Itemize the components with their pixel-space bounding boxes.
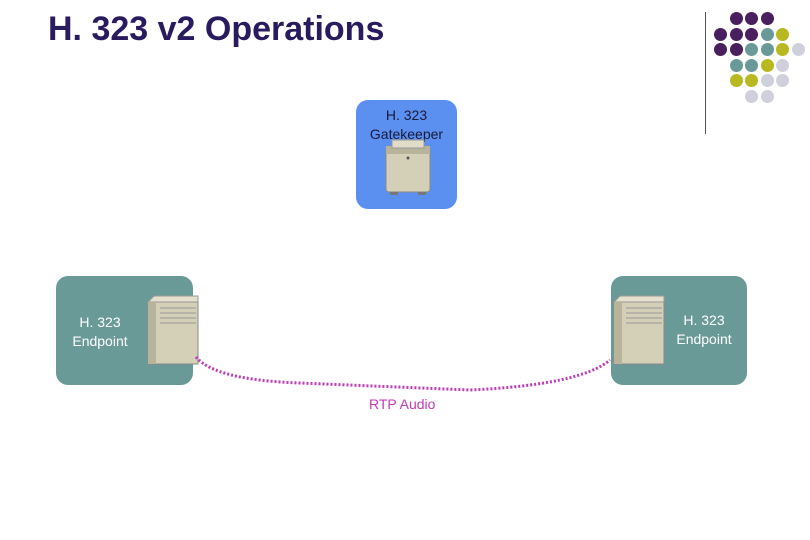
decor-dot	[745, 27, 758, 41]
decor-dot	[760, 89, 774, 103]
gatekeeper-label: H. 323 Gatekeeper	[356, 106, 457, 144]
decor-dot	[745, 74, 758, 87]
rtp-audio-link	[194, 355, 611, 392]
decor-dot	[760, 43, 774, 56]
endpoint-left-label: H. 323 Endpoint	[56, 313, 144, 351]
gatekeeper-label-line2: Gatekeeper	[369, 126, 444, 142]
endpoint-left-server-icon	[146, 295, 199, 365]
decor-dot	[714, 27, 727, 41]
endpoint-right-label-line2: Endpoint	[676, 331, 732, 347]
decor-dot	[729, 58, 743, 72]
decor-dot	[729, 43, 743, 56]
endpoint-left-label-line1: H. 323	[79, 314, 121, 330]
decor-dot	[745, 12, 758, 25]
decor-dot	[760, 58, 774, 72]
decor-dot	[760, 12, 774, 25]
endpoint-left-label-line2: Endpoint	[72, 333, 128, 349]
decor-dot	[776, 58, 789, 72]
decor-dot	[760, 27, 774, 41]
decor-divider	[705, 12, 706, 134]
endpoint-right-server-icon	[612, 295, 665, 365]
decor-dot	[776, 43, 789, 56]
decor-dot	[776, 74, 789, 87]
rtp-audio-label: RTP Audio	[369, 396, 436, 412]
decor-dot	[729, 27, 743, 41]
decor-dot	[729, 74, 743, 87]
gatekeeper-label-line1: H. 323	[385, 107, 428, 123]
slide-title: H. 323 v2 Operations	[48, 10, 385, 48]
decor-dot	[745, 43, 758, 56]
endpoint-right-label: H. 323 Endpoint	[660, 311, 748, 349]
decor-dot	[791, 43, 805, 56]
decor-dot	[760, 74, 774, 87]
decor-dot	[729, 12, 743, 25]
decor-dot	[745, 89, 758, 103]
endpoint-right-label-line1: H. 323	[683, 312, 725, 328]
server-icon	[385, 139, 431, 195]
decor-dot	[745, 58, 758, 72]
decor-dot	[776, 27, 789, 41]
decor-dot	[714, 43, 727, 56]
